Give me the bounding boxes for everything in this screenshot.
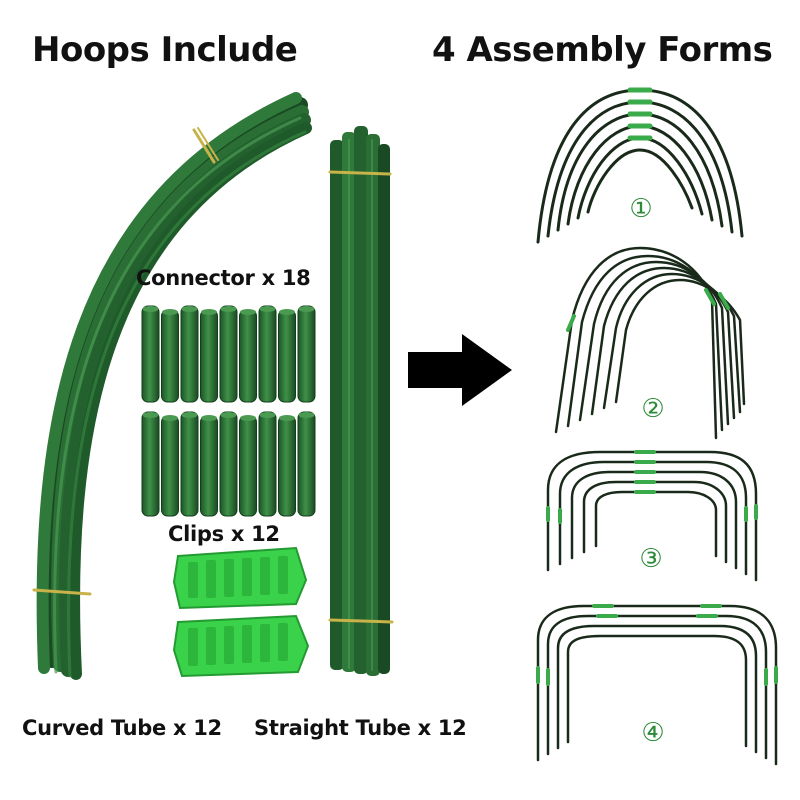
right-arrow-icon <box>408 334 512 406</box>
clips-group <box>172 546 310 678</box>
connector-tube <box>200 309 218 403</box>
connector-tube <box>161 415 179 517</box>
connector-tube <box>180 305 199 403</box>
connector-tube-end <box>220 412 237 418</box>
connector-tube <box>219 411 238 517</box>
connector-tube-end <box>220 306 237 312</box>
connector-tube <box>258 411 277 517</box>
connector-tube <box>297 305 316 403</box>
assembly-form-1 <box>536 87 744 244</box>
connector-tube-end <box>162 309 178 315</box>
connector-tube <box>239 309 257 403</box>
connector-tube-end <box>240 309 256 315</box>
connector-tube-end <box>259 412 276 418</box>
connector-tube-end <box>279 309 295 315</box>
assembly-form-2 <box>554 246 746 440</box>
clip-strip-top <box>172 546 308 610</box>
connector-tube-end <box>142 412 159 418</box>
connector-tube <box>161 309 179 403</box>
clip-strip-bottom <box>172 614 310 678</box>
connector-tube-end <box>201 415 217 421</box>
connector-tube-end <box>181 412 198 418</box>
assembly-forms-heading: 4 Assembly Forms <box>432 30 773 70</box>
connector-tube <box>180 411 199 517</box>
form-number-4: ④ <box>641 718 665 748</box>
connector-label: Connector x 18 <box>136 266 311 290</box>
assembly-form-3 <box>546 450 758 582</box>
connector-tube <box>219 305 238 403</box>
connector-tube-end <box>279 415 295 421</box>
curved-tube-label: Curved Tube x 12 <box>22 716 222 740</box>
form-number-2: ② <box>641 394 665 424</box>
connector-tube-end <box>162 415 178 421</box>
connector-tube <box>141 411 160 517</box>
connector-tube-end <box>298 412 315 418</box>
connector-tube-end <box>259 306 276 312</box>
curved-tube-bundle <box>32 92 312 680</box>
assembly-form-4 <box>536 604 778 766</box>
connector-tube-end <box>240 415 256 421</box>
connector-tube-end <box>142 306 159 312</box>
clips-label: Clips x 12 <box>168 522 280 546</box>
hoops-include-heading: Hoops Include <box>32 30 298 70</box>
connector-tube <box>278 309 296 403</box>
form-number-1: ① <box>629 194 653 224</box>
connector-tube-end <box>181 306 198 312</box>
connector-group <box>141 305 316 517</box>
connector-tube <box>141 305 160 403</box>
connector-tube <box>278 415 296 517</box>
straight-tube-bundle <box>328 126 394 676</box>
connector-tube <box>258 305 277 403</box>
straight-tube-label: Straight Tube x 12 <box>254 716 467 740</box>
connector-tube-end <box>298 306 315 312</box>
connector-tube <box>200 415 218 517</box>
connector-tube <box>297 411 316 517</box>
connector-tube-end <box>201 309 217 315</box>
form-number-3: ③ <box>639 544 663 574</box>
connector-tube <box>239 415 257 517</box>
